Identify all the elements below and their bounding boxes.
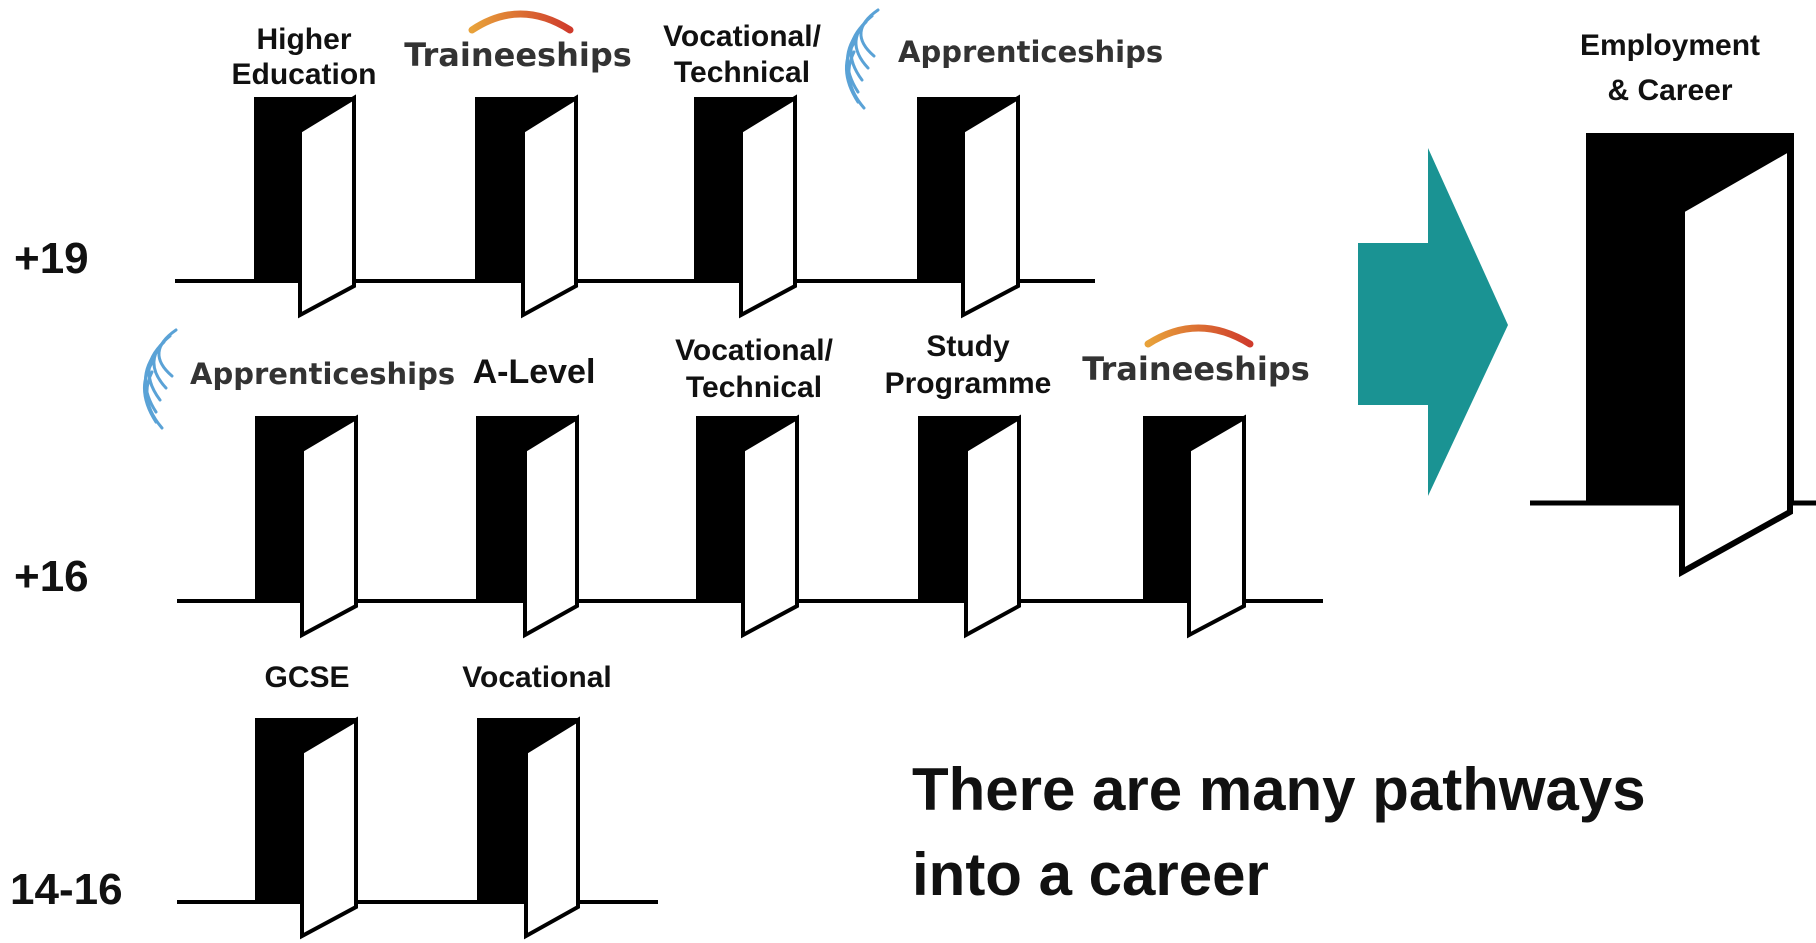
apprenticeships-logo-16: Apprenticeships (143, 328, 455, 430)
label-gcse: GCSE (264, 661, 349, 694)
apprenticeships-wing-icon (143, 328, 178, 430)
door-gcse (255, 716, 358, 940)
label-vocational-technical-16-line1: Vocational/ (675, 334, 833, 367)
door-traineeships-19 (475, 94, 578, 319)
message-line2: into a career (912, 841, 1269, 908)
label-vocational-14: Vocational (462, 661, 611, 694)
label-employment-career-line2: & Career (1607, 74, 1732, 107)
door-study-programme (918, 414, 1021, 639)
door-apprenticeships-16 (255, 414, 358, 639)
age-label-14-16: 14-16 (10, 865, 123, 914)
age-label-16: +16 (14, 552, 89, 601)
door-a-level (476, 414, 579, 639)
door-higher-education (254, 94, 356, 319)
pathway-arrow-icon (1358, 148, 1508, 496)
traineeships-arc-icon (468, 10, 574, 34)
label-vocational-technical-16-line2: Technical (686, 371, 822, 404)
apprenticeships-wing-icon (845, 8, 880, 110)
label-employment-career-line1: Employment (1580, 29, 1760, 62)
label-traineeships-19: Traineeships (404, 36, 632, 74)
door-apprenticeships-19 (917, 94, 1020, 319)
traineeships-logo-19: Traineeships (404, 10, 632, 74)
label-vocational-technical-19-line2: Technical (674, 56, 810, 89)
label-a-level: A-Level (473, 353, 596, 391)
message-line1: There are many pathways (912, 756, 1646, 823)
label-study-programme-line1: Study (926, 330, 1010, 363)
door-traineeships-16 (1143, 414, 1246, 639)
label-higher-education-line2: Education (231, 58, 376, 91)
door-employment-career (1586, 133, 1794, 578)
door-vocational-14 (477, 716, 580, 940)
traineeships-arc-icon (1144, 324, 1254, 348)
label-apprenticeships-19: Apprenticeships (898, 35, 1163, 69)
door-vocational-technical-19 (694, 94, 797, 319)
label-higher-education-line1: Higher (256, 23, 351, 56)
age-label-19: +19 (14, 234, 89, 283)
label-traineeships-16: Traineeships (1082, 350, 1310, 388)
label-study-programme-line2: Programme (885, 367, 1052, 400)
label-apprenticeships-16: Apprenticeships (190, 357, 455, 391)
traineeships-logo-16: Traineeships (1082, 324, 1310, 388)
door-vocational-technical-16 (696, 414, 799, 639)
apprenticeships-logo-19: Apprenticeships (845, 8, 1163, 110)
label-vocational-technical-19-line1: Vocational/ (663, 20, 821, 53)
